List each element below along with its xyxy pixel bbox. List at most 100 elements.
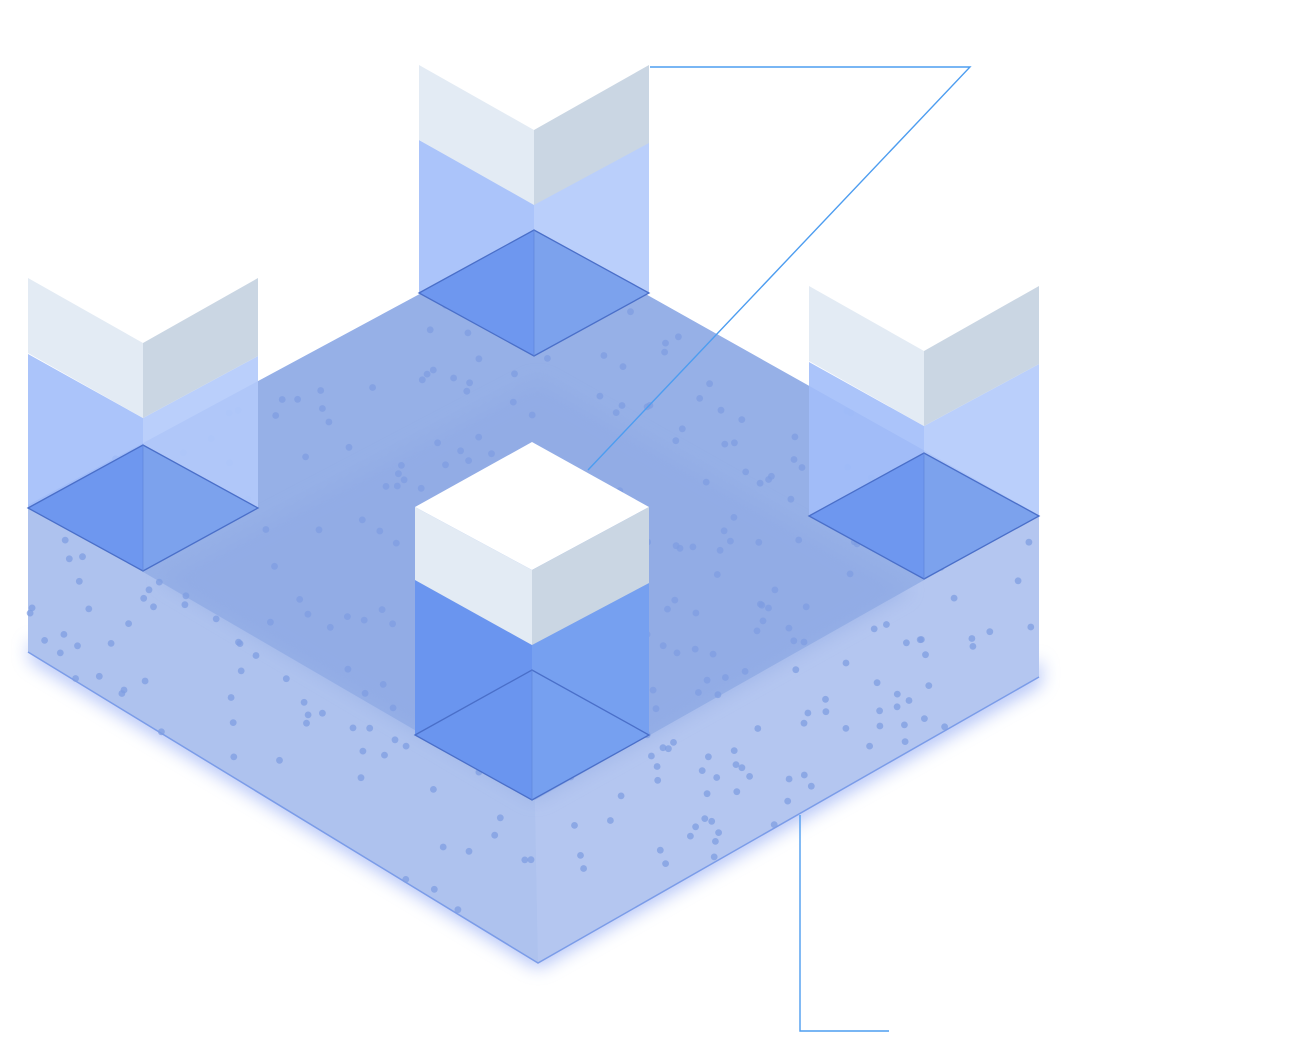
platform-dot (757, 600, 764, 608)
platform-dot (304, 711, 312, 719)
platform-dot (746, 773, 753, 780)
block-base-outline (26, 444, 260, 572)
platform-dot (689, 543, 697, 551)
platform-dot (28, 604, 36, 612)
platform-dot (454, 906, 462, 914)
platform-dot (319, 405, 326, 412)
platform-dot (753, 627, 761, 635)
platform-dot (212, 615, 220, 623)
platform-dot (359, 747, 367, 755)
platform-front-left (28, 505, 538, 963)
platform-dot (317, 387, 325, 394)
platform-dot (527, 856, 535, 864)
platform-dot (326, 623, 334, 631)
platform-dot (79, 553, 86, 561)
platform-dot (464, 329, 472, 337)
platform-dot (714, 691, 722, 699)
platform-dot (457, 447, 464, 455)
platform-dot (296, 596, 304, 603)
platform-dot (876, 707, 883, 715)
platform-dot (463, 387, 471, 395)
block-cap-right (532, 507, 649, 645)
platform-dot (282, 675, 290, 683)
block-glass-left (415, 580, 532, 800)
upper-leader-line (587, 66, 972, 471)
platform-dot (754, 725, 762, 732)
back-block (417, 65, 651, 357)
platform-dot (381, 751, 388, 759)
platform-dot (75, 577, 83, 585)
platform-dot (652, 705, 660, 713)
platform-dot (759, 617, 767, 625)
platform-dot (695, 689, 702, 696)
platform-dot (822, 708, 830, 716)
platform-dot (730, 514, 738, 521)
platform-dot (294, 395, 301, 403)
platform-dot (118, 690, 126, 697)
platform-dot (278, 396, 286, 403)
block-base-outline (417, 229, 651, 357)
platform-dot (95, 672, 103, 680)
platform-dot (475, 433, 483, 441)
platform-dot (430, 786, 437, 793)
platform-dot (738, 764, 746, 772)
platform-dot (65, 555, 73, 563)
platform-dot (360, 616, 368, 624)
platform-dot (738, 416, 746, 423)
platform-dot (398, 462, 405, 469)
platform-dot (800, 638, 808, 646)
platform-dot (393, 482, 401, 490)
platform-dot (732, 761, 740, 768)
platform-dot (358, 516, 366, 524)
platform-dot (400, 476, 408, 484)
platform-dot (804, 709, 812, 717)
platform-dot (941, 723, 948, 731)
platform-dot (229, 719, 237, 726)
platform-dot (916, 636, 924, 644)
platform-dot (596, 392, 604, 400)
platform-dot (656, 846, 664, 854)
block-base-right (534, 230, 649, 356)
platform-dot (800, 719, 808, 727)
platform-dot (661, 348, 668, 356)
platform-dot (756, 479, 764, 487)
platform-dot (722, 674, 729, 681)
platform-dot (150, 603, 157, 611)
block-cap-left (415, 507, 532, 645)
platform-dot (300, 698, 308, 706)
platform-dot (662, 339, 669, 347)
platform-dot (450, 374, 457, 382)
platform-dot (423, 370, 431, 378)
platform-dot (903, 639, 910, 647)
platform-dot (791, 433, 799, 441)
platform-dot (649, 686, 657, 694)
platform-dot (544, 355, 551, 362)
platform-dot (842, 659, 850, 667)
platform-dot (402, 876, 410, 883)
platform-dot (654, 776, 662, 784)
platform-dot (41, 637, 48, 644)
platform-dot (182, 592, 190, 600)
platform-dot (429, 366, 437, 374)
platform-dot (687, 832, 694, 840)
block-base-left (28, 445, 143, 571)
platform-dot (742, 468, 750, 476)
block-base-right (924, 453, 1039, 579)
platform-dot (272, 412, 280, 419)
platform-dot (237, 667, 245, 675)
platform-dot (319, 709, 326, 717)
platform-dot (181, 601, 189, 609)
platform-dot (950, 594, 958, 602)
platform-dot (709, 650, 717, 658)
platform-dot (315, 526, 323, 534)
platform-dot (125, 620, 132, 627)
platform-dot (698, 767, 706, 774)
platform-dot (730, 747, 738, 754)
platform-dot (870, 625, 878, 633)
block-cap-top (415, 442, 649, 570)
platform-dot (703, 790, 711, 798)
platform-dot (271, 562, 278, 570)
platform-dot (790, 456, 798, 463)
platform-dot (795, 536, 803, 544)
platform-dot (402, 742, 410, 750)
